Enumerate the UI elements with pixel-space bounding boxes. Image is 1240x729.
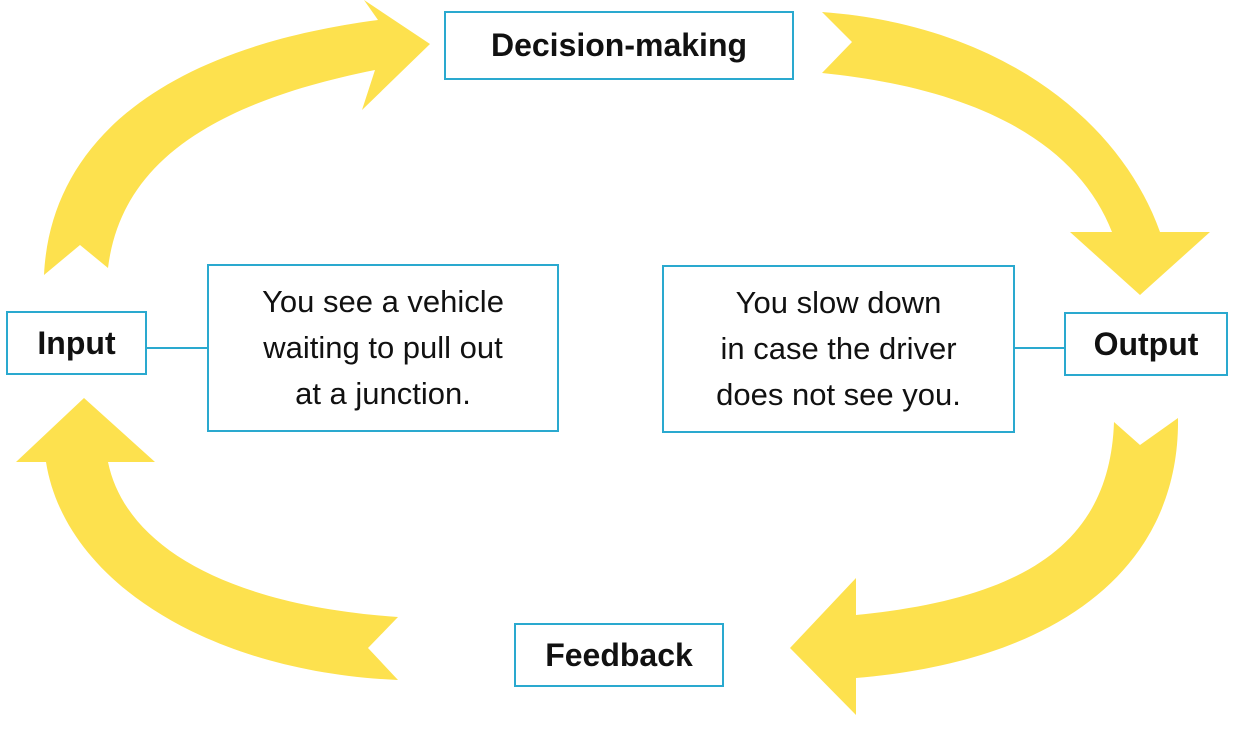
arrow-output-to-feedback — [790, 418, 1179, 715]
output-label: Output — [1093, 325, 1199, 362]
input-connector — [146, 347, 208, 349]
input-node: Input — [6, 311, 147, 375]
arrow-input-to-decision — [44, 0, 430, 275]
output-example-box: You slow down in case the driver does no… — [662, 265, 1015, 433]
input-label: Input — [37, 324, 116, 361]
output-example-line: You slow down — [735, 285, 942, 320]
input-example-box: You see a vehicle waiting to pull out at… — [207, 264, 559, 432]
decision-making-label: Decision-making — [490, 27, 748, 63]
input-example-line: waiting to pull out — [263, 330, 503, 365]
input-example-line: at a junction. — [295, 376, 471, 411]
feedback-node: Feedback — [514, 623, 724, 687]
output-connector — [1014, 347, 1066, 349]
feedback-label: Feedback — [545, 636, 693, 673]
decision-making-node: Decision-making — [444, 11, 794, 80]
output-example-line: in case the driver — [720, 331, 957, 366]
arrow-feedback-to-input — [16, 398, 398, 680]
input-example-line: You see a vehicle — [262, 284, 504, 319]
output-example-line: does not see you. — [716, 377, 961, 412]
output-node: Output — [1064, 312, 1228, 376]
arrow-decision-to-output — [822, 12, 1210, 295]
